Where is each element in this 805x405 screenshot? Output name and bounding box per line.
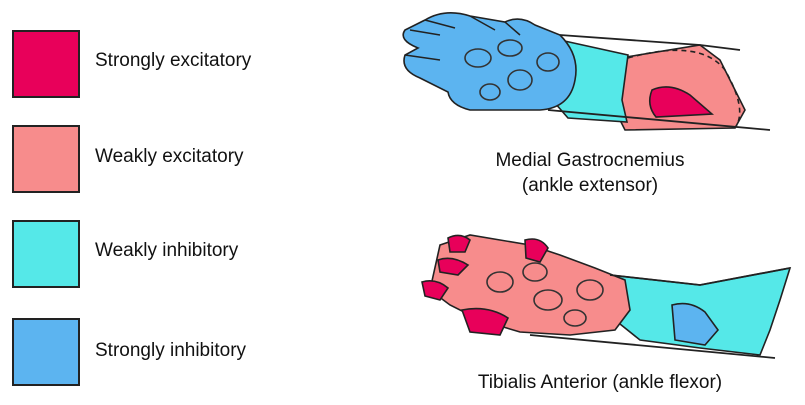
legend-label-weakly-excitatory: Weakly excitatory [95,146,244,168]
legend-label-strongly-excitatory: Strongly excitatory [95,50,251,72]
legend-swatch-weakly-inhibitory [12,220,80,288]
ta-toe-tip [448,235,470,252]
foot-medial-gastrocnemius [390,5,790,140]
caption-top: Medial Gastrocnemius (ankle extensor) [485,148,695,198]
legend-swatch-strongly-excitatory [12,30,80,98]
legend-label-strongly-inhibitory: Strongly inhibitory [95,340,246,362]
legend-label-weakly-inhibitory: Weakly inhibitory [95,240,238,262]
legend-swatch-strongly-inhibitory [12,318,80,386]
legend-swatch-weakly-excitatory [12,125,80,193]
caption-top-line2: (ankle extensor) [485,173,695,198]
caption-top-line1: Medial Gastrocnemius [485,148,695,173]
caption-bottom: Tibialis Anterior (ankle flexor) [440,370,760,395]
foot-tibialis-anterior [410,228,805,363]
